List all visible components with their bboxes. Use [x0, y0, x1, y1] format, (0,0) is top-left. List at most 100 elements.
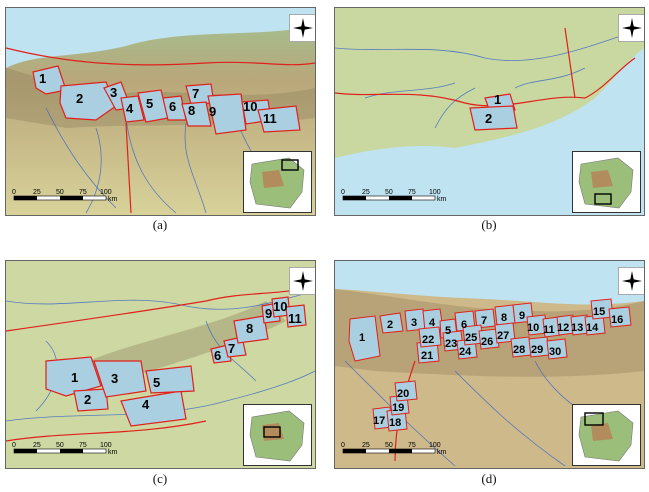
zone-label: 30 [549, 346, 561, 358]
zone-label: 8 [246, 321, 253, 336]
scale-tick-label: 75 [408, 442, 416, 449]
scale-unit-label: km [108, 196, 118, 203]
zone-label: 26 [481, 336, 493, 348]
scale-tick-label: 100 [429, 189, 441, 196]
zone-label: 22 [422, 334, 434, 346]
zone-label: 7 [228, 341, 235, 356]
scale-bar: 0 25 50 75 100 km [341, 189, 447, 203]
zone-label: 3 [110, 85, 117, 100]
map-panel-c: 1 2 3 4 5 6 7 8 9 10 11 0 25 50 75 100 k… [5, 260, 316, 469]
scale-tick-label: 75 [408, 189, 416, 196]
zone-label: 2 [387, 319, 393, 331]
scale-tick-label: 75 [79, 189, 87, 196]
scale-unit-label: km [108, 449, 118, 456]
panel-caption: (a) [152, 217, 168, 232]
scale-tick-label: 100 [429, 442, 441, 449]
map-c-zones [45, 296, 307, 427]
scale-bar: 0 25 50 75 100 km [341, 442, 447, 456]
zone-label: 4 [142, 397, 150, 412]
scale-tick-label: 25 [33, 442, 41, 449]
panel-caption: (d) [481, 471, 497, 486]
compass-rose-icon [618, 14, 644, 42]
zone-label: 24 [459, 346, 472, 358]
map-a-canvas: 1 2 3 4 5 6 7 8 9 10 11 0 25 50 75 100 k… [6, 8, 315, 215]
scale-tick-label: 100 [100, 189, 112, 196]
map-b-canvas: 1 2 0 25 50 75 100 km [335, 8, 644, 215]
zone-label: 4 [429, 317, 436, 329]
zone-label: 2 [84, 392, 91, 407]
scale-tick-label: 25 [362, 442, 370, 449]
zone-label: 9 [265, 306, 272, 321]
compass-rose-icon [289, 267, 315, 295]
zone-label: 11 [288, 311, 302, 326]
zone-label: 1 [71, 370, 78, 385]
map-panel-b: 1 2 0 25 50 75 100 km [334, 7, 645, 216]
zone-label: 18 [389, 417, 401, 429]
zone-label: 6 [461, 319, 467, 331]
zone-label: 8 [188, 103, 195, 118]
map-d-zones [348, 298, 632, 432]
zone-label: 4 [126, 101, 134, 116]
scale-tick-label: 25 [362, 189, 370, 196]
scale-tick-label: 50 [56, 189, 64, 196]
zone-label: 6 [169, 99, 176, 114]
zone-label: 9 [519, 310, 525, 322]
scale-tick-label: 50 [56, 442, 64, 449]
compass-rose-icon [289, 14, 315, 42]
locator-inset-a [243, 151, 312, 213]
scale-tick-label: 50 [385, 189, 393, 196]
scale-tick-label: 0 [12, 189, 16, 196]
locator-inset-c [243, 404, 312, 466]
zone-label: 23 [445, 338, 457, 350]
zone-label: 5 [153, 375, 160, 390]
zone-label: 8 [501, 312, 507, 324]
zone-label: 9 [209, 104, 216, 119]
scale-tick-label: 100 [100, 442, 112, 449]
zone-label: 16 [611, 314, 623, 326]
zone-label: 10 [273, 299, 287, 314]
zone-label: 7 [481, 315, 487, 327]
zone-label: 5 [146, 96, 153, 111]
zone-label: 19 [392, 402, 404, 414]
zone-label: 28 [513, 344, 525, 356]
zone-label: 2 [485, 111, 492, 126]
scale-tick-label: 50 [385, 442, 393, 449]
zone-label: 1 [39, 71, 46, 86]
zone-label: 12 [557, 322, 569, 334]
zone-label: 17 [373, 415, 385, 427]
zone-label: 3 [111, 371, 118, 386]
scale-bar: 0 25 50 75 100 km [12, 189, 118, 203]
scale-tick-label: 0 [341, 189, 345, 196]
scale-unit-label: km [437, 449, 447, 456]
scale-tick-label: 0 [341, 442, 345, 449]
zone-label: 6 [214, 348, 221, 363]
scale-tick-label: 25 [33, 189, 41, 196]
zone-label: 13 [571, 322, 583, 334]
zone-label: 14 [586, 322, 599, 334]
zone-label: 25 [465, 332, 477, 344]
zone-label: 20 [397, 388, 409, 400]
zone-label: 2 [76, 91, 83, 106]
map-panel-d: 1 2 3 4 5 6 7 8 9 10 11 12 13 14 15 16 1… [334, 260, 645, 469]
zone-label: 1 [359, 332, 365, 344]
zone-label: 1 [494, 92, 501, 107]
zone-label: 3 [411, 317, 417, 329]
zone-label: 7 [192, 86, 199, 101]
scale-tick-label: 75 [79, 442, 87, 449]
locator-inset-b [572, 151, 641, 213]
zone-label: 10 [527, 322, 539, 334]
zone-label: 10 [243, 99, 257, 114]
zone-label: 29 [531, 344, 543, 356]
scale-bar: 0 25 50 75 100 km [12, 442, 118, 456]
zone-label: 11 [543, 324, 555, 336]
map-b-zones [469, 93, 518, 131]
map-panel-a: 1 2 3 4 5 6 7 8 9 10 11 0 25 50 75 100 k… [5, 7, 316, 216]
map-a-zones [32, 65, 301, 135]
zone-label: 15 [593, 306, 605, 318]
zone-label: 27 [497, 330, 509, 342]
zone-label: 21 [421, 350, 433, 362]
scale-tick-label: 0 [12, 442, 16, 449]
locator-inset-d [572, 404, 641, 466]
zone-label: 5 [445, 325, 451, 337]
compass-rose-icon [618, 267, 644, 295]
